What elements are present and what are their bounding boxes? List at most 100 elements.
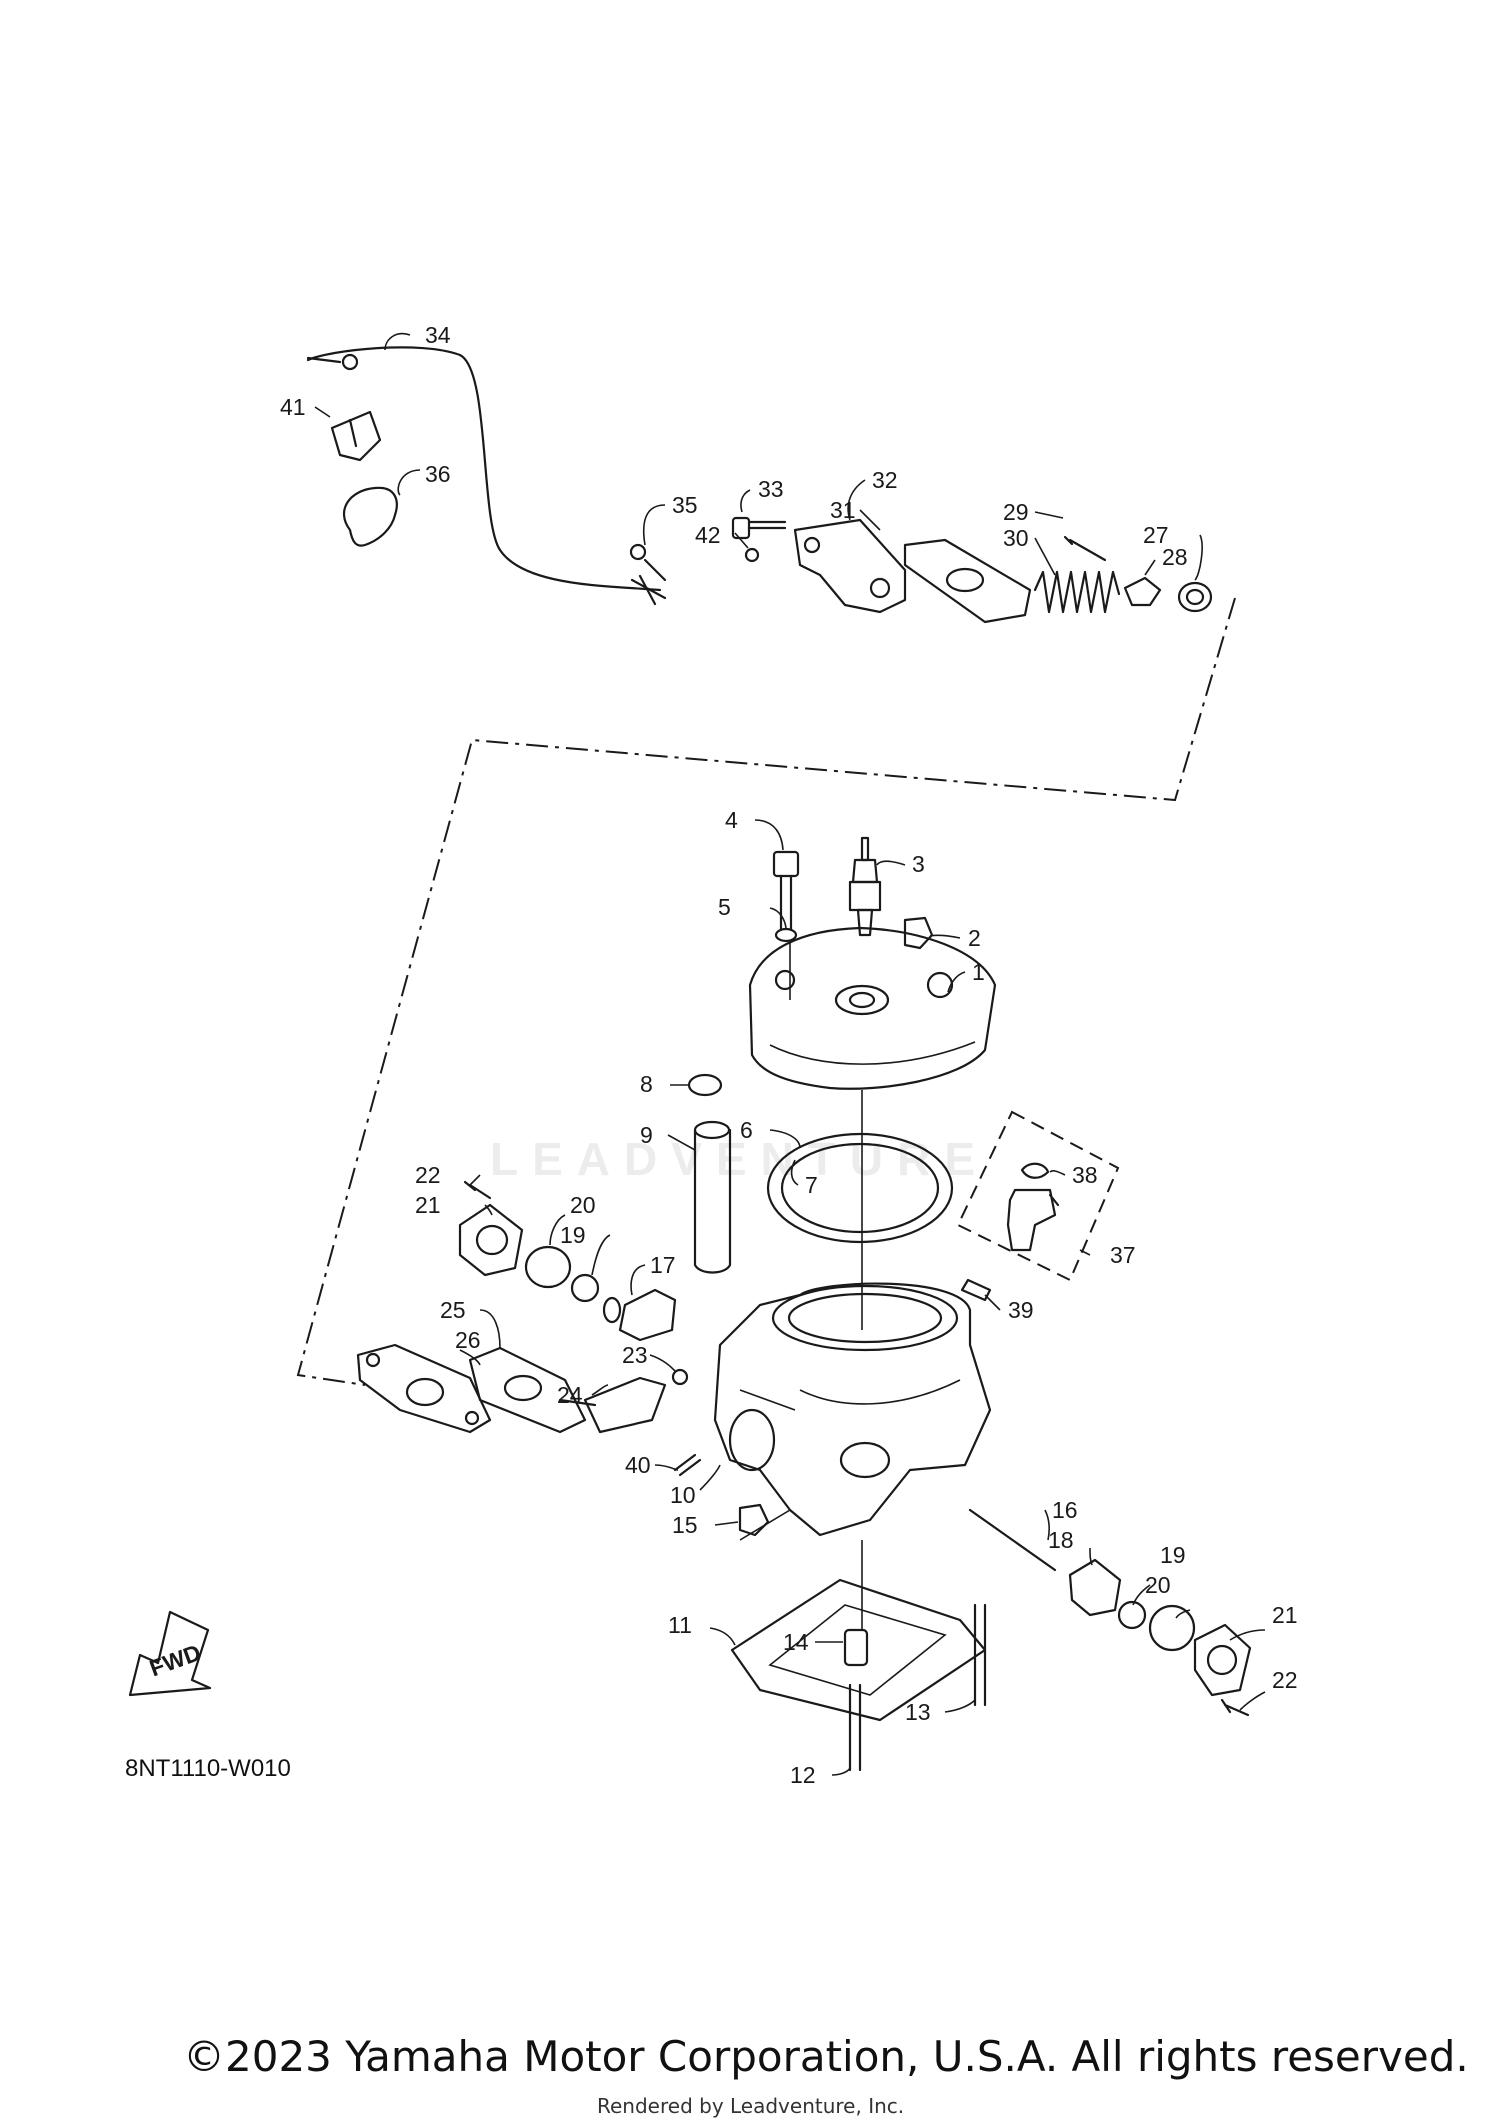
injector-body xyxy=(1006,1188,1060,1252)
callout-13: 13 xyxy=(905,1699,931,1725)
callout-1: 1 xyxy=(972,959,985,985)
part-29-screw xyxy=(1063,535,1107,562)
part-37-injector-assembly xyxy=(956,1110,1120,1282)
part-13-stud xyxy=(973,1603,987,1707)
part-22-screw-right xyxy=(1220,1698,1250,1717)
rendered-by-credit: Rendered by Leadventure, Inc. xyxy=(597,2094,905,2118)
callout-14: 14 xyxy=(783,1629,809,1655)
part-36-ring-clamp xyxy=(343,486,398,547)
part-8-o-ring xyxy=(687,1073,723,1097)
part-5-washer xyxy=(774,927,798,943)
part-25-flange xyxy=(356,1343,492,1434)
callout-2: 2 xyxy=(968,925,981,951)
callout-21-right: 21 xyxy=(1272,1602,1298,1628)
part-16-rod xyxy=(968,1508,1057,1572)
callout-19-right: 19 xyxy=(1160,1542,1186,1568)
part-34-cable xyxy=(306,346,667,606)
part-27-seal xyxy=(1177,581,1213,613)
callout-32: 32 xyxy=(872,467,898,493)
callout-42: 42 xyxy=(695,522,721,548)
part-19-bearing-right xyxy=(1117,1600,1147,1630)
callout-37: 37 xyxy=(1110,1242,1136,1268)
callout-8: 8 xyxy=(640,1071,653,1097)
callout-15: 15 xyxy=(672,1512,698,1538)
fwd-arrow-icon: FWD xyxy=(128,1610,212,1697)
callout-22-right: 22 xyxy=(1272,1667,1298,1693)
part-1-cylinder-head xyxy=(748,926,997,1090)
callout-27: 27 xyxy=(1143,522,1169,548)
diagram-code: 8NT1110-W010 xyxy=(125,1755,291,1782)
part-15-nut xyxy=(738,1503,770,1537)
callout-29: 29 xyxy=(1003,499,1029,525)
part-7-gasket xyxy=(780,1142,940,1234)
part-33-bolt xyxy=(731,516,787,540)
part-28-holder xyxy=(1123,576,1162,607)
callout-38: 38 xyxy=(1072,1162,1098,1188)
callout-6: 6 xyxy=(740,1117,753,1143)
part-38-o-ring xyxy=(1020,1162,1050,1179)
part-10-cylinder-block xyxy=(713,1282,992,1537)
part-23-pin xyxy=(671,1368,689,1386)
part-20-o-ring-right xyxy=(1148,1604,1196,1652)
part-19-bearing-left xyxy=(570,1273,600,1303)
callout-30: 30 xyxy=(1003,525,1029,551)
part-6-gasket xyxy=(766,1132,954,1244)
part-21-cover-left xyxy=(458,1203,524,1277)
part-42-o-ring xyxy=(744,547,760,563)
copyright-notice: ©2023 Yamaha Motor Corporation, U.S.A. A… xyxy=(183,2032,1469,2081)
callout-10: 10 xyxy=(670,1482,696,1508)
part-35-bolt xyxy=(629,543,667,582)
callout-labels: 34 41 36 35 33 42 32 31 29 30 28 27 4 3 … xyxy=(280,322,1298,1788)
callout-34: 34 xyxy=(425,322,451,348)
callout-41: 41 xyxy=(280,394,306,420)
callout-25: 25 xyxy=(440,1297,466,1323)
callout-12: 12 xyxy=(790,1762,816,1788)
callout-33: 33 xyxy=(758,476,784,502)
leadventure-watermark: LEADVENTURE xyxy=(490,1133,990,1185)
part-18-valve-right xyxy=(1068,1558,1122,1617)
callout-31: 31 xyxy=(830,497,856,523)
part-4-bolt xyxy=(772,850,800,932)
callout-9: 9 xyxy=(640,1122,653,1148)
callout-16: 16 xyxy=(1052,1497,1078,1523)
callout-20-right: 20 xyxy=(1145,1572,1171,1598)
part-20-o-ring-left xyxy=(524,1245,572,1289)
part-2-nut xyxy=(903,916,934,950)
part-22-screw-left xyxy=(463,1180,492,1200)
part-30-spring xyxy=(1033,570,1121,614)
callout-17: 17 xyxy=(650,1252,676,1278)
part-14-dowel xyxy=(843,1628,869,1667)
callout-3: 3 xyxy=(912,851,925,877)
callout-28: 28 xyxy=(1162,544,1188,570)
callout-26: 26 xyxy=(455,1327,481,1353)
part-12-stud xyxy=(848,1683,862,1772)
part-17-exhaust-valve xyxy=(602,1288,677,1342)
part-31-gasket xyxy=(903,538,1032,624)
callout-39: 39 xyxy=(1008,1297,1034,1323)
part-3-spark-plug xyxy=(848,836,882,937)
callout-21-left: 21 xyxy=(415,1192,441,1218)
assembly-axis-lines xyxy=(739,940,863,1630)
callout-7: 7 xyxy=(805,1172,818,1198)
part-24-lever xyxy=(558,1376,667,1434)
callout-36: 36 xyxy=(425,461,451,487)
callout-40: 40 xyxy=(625,1452,651,1478)
part-11-base-gasket xyxy=(730,1578,987,1722)
callout-24: 24 xyxy=(557,1382,583,1408)
part-21-cover-right xyxy=(1193,1623,1252,1697)
part-40-stud xyxy=(673,1453,702,1477)
assembly-boundary-line xyxy=(296,597,1236,1386)
callout-11: 11 xyxy=(668,1612,692,1638)
part-9-tube xyxy=(693,1120,732,1274)
callout-18: 18 xyxy=(1048,1527,1074,1553)
callout-19-left: 19 xyxy=(560,1222,586,1248)
callout-23: 23 xyxy=(622,1342,648,1368)
callout-20-left: 20 xyxy=(570,1192,596,1218)
callout-22-left: 22 xyxy=(415,1162,441,1188)
part-32-actuator-housing xyxy=(793,518,907,614)
callout-4: 4 xyxy=(725,807,738,833)
callout-5: 5 xyxy=(718,894,731,920)
part-41-clip xyxy=(330,410,382,462)
fwd-label: FWD xyxy=(146,1639,204,1681)
